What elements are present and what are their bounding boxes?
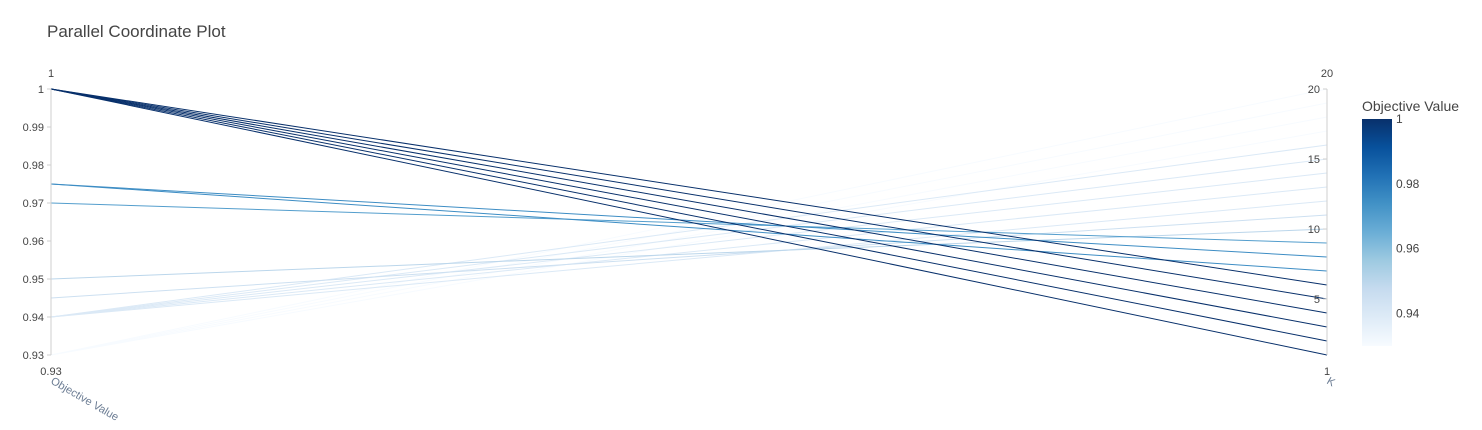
data-line <box>50 88 1328 342</box>
axis-tick-label: 0.94 <box>23 312 44 324</box>
data-line <box>50 88 1328 356</box>
axis-tick-label: 20 <box>1308 84 1320 96</box>
data-line <box>50 228 1328 280</box>
colorbar-title: Objective Value <box>1362 98 1459 114</box>
axis-tick-label: 1 <box>38 84 44 96</box>
colorbar: Objective Value 0.94 0.96 0.98 1 <box>1362 98 1459 346</box>
data-line <box>50 186 1328 318</box>
axis-range-min: 1 <box>1324 366 1330 378</box>
axis-range-max: 1 <box>48 68 54 80</box>
axis-range-max: 20 <box>1321 68 1333 80</box>
axis-tick-label: 0.96 <box>23 236 44 248</box>
colorbar-tick-label: 0.98 <box>1396 177 1420 191</box>
colorbar-tick-label: 0.96 <box>1396 242 1420 256</box>
data-line <box>50 158 1328 318</box>
axis-tick-label: 5 <box>1314 294 1320 306</box>
axis-tick-label: 0.95 <box>23 274 44 286</box>
data-line <box>50 116 1328 356</box>
chart-title: Parallel Coordinate Plot <box>47 22 226 41</box>
colorbar-tick-label: 1 <box>1396 112 1403 126</box>
data-line <box>50 183 1328 258</box>
axis-tick-label: 0.99 <box>23 122 44 134</box>
axis-title: Objective Value <box>49 375 121 424</box>
axis-tick-label: 0.97 <box>23 198 44 210</box>
data-line <box>50 200 1328 318</box>
axis-range-min: 0.93 <box>40 366 61 378</box>
axis-objective-value: 1 0.93 0.93 0.94 0.95 0.96 0.97 0.98 0.99 1Object… <box>23 68 121 424</box>
data-line <box>50 130 1328 356</box>
data-line <box>50 102 1328 356</box>
axis-tick-label: 0.93 <box>23 350 44 362</box>
axis-tick-label: 15 <box>1308 154 1320 166</box>
data-lines <box>50 88 1328 356</box>
data-line <box>50 88 1328 314</box>
colorbar-ticks: 0.94 0.96 0.98 1 <box>1396 112 1420 321</box>
colorbar-tick-label: 0.94 <box>1396 307 1420 321</box>
data-line <box>50 88 1328 286</box>
data-line <box>50 172 1328 318</box>
data-line <box>50 144 1328 318</box>
colorbar-gradient <box>1362 119 1392 346</box>
data-line <box>50 214 1328 299</box>
data-line <box>50 88 1328 328</box>
axis-tick-label: 10 <box>1308 224 1320 236</box>
axis-tick-label: 0.98 <box>23 160 44 172</box>
data-line <box>50 88 1328 300</box>
data-line <box>50 202 1328 244</box>
data-line <box>50 183 1328 272</box>
